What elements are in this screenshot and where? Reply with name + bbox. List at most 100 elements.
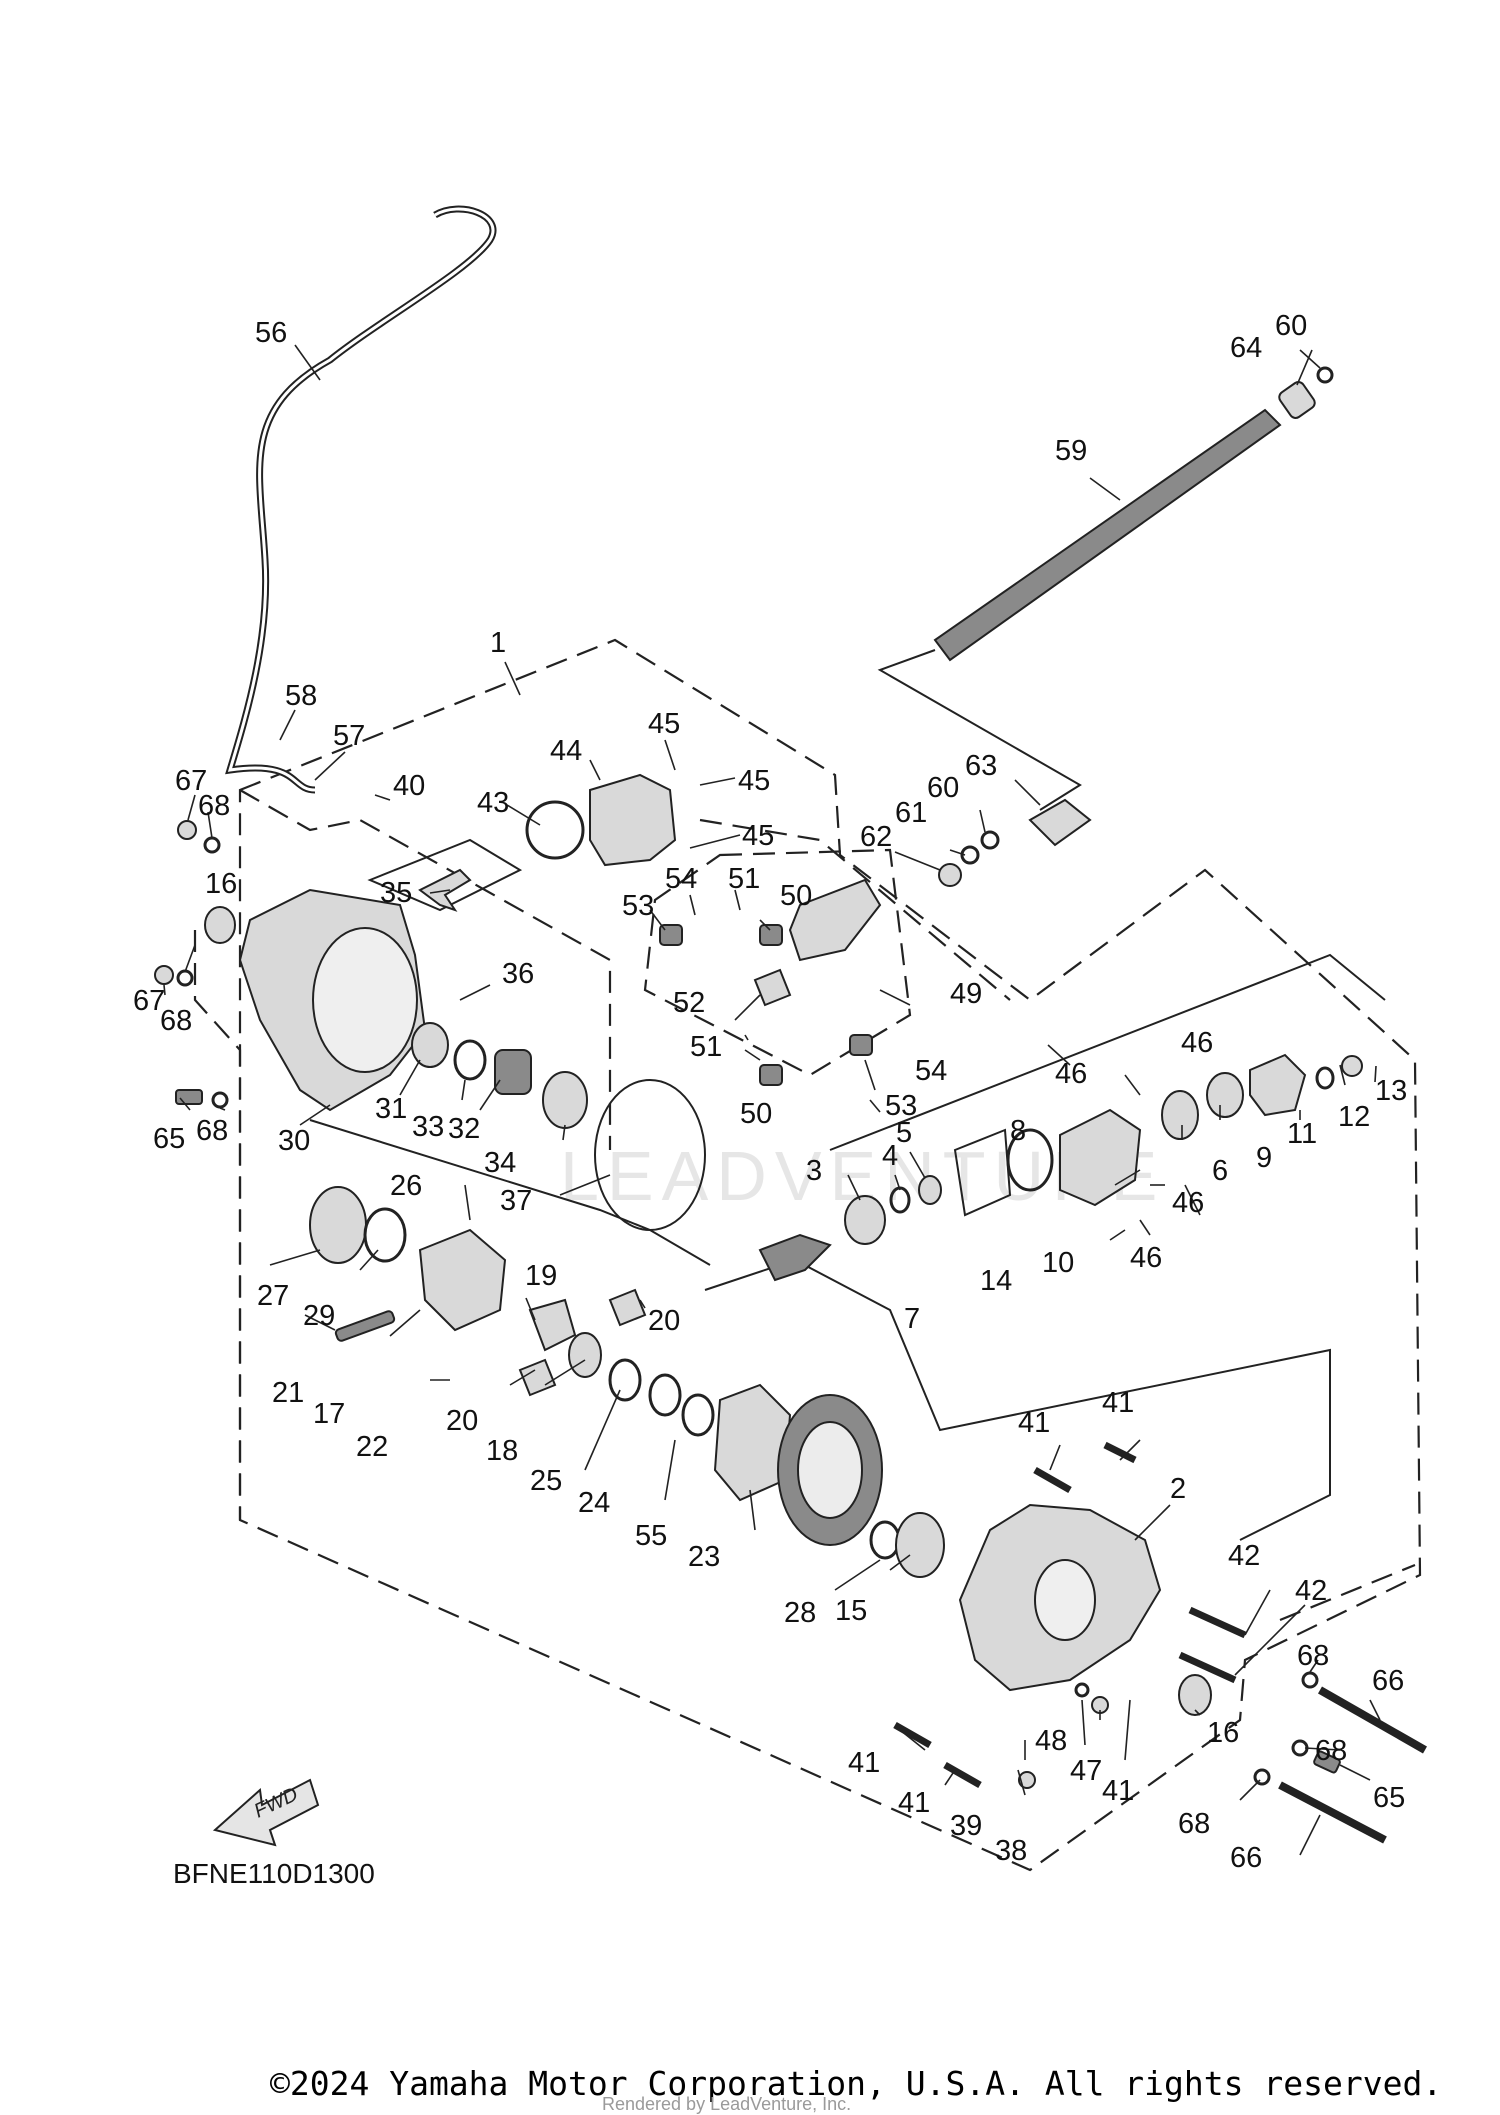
- callout-45-b: 45: [738, 765, 770, 797]
- callout-60-top: 60: [1275, 310, 1307, 342]
- bolt-41-a: [1033, 1466, 1072, 1494]
- spider-52: [753, 968, 792, 1007]
- callout-labels: 1 2 3 4 5 6 7 8 9 10 11 12 13 14 15 16 1…: [133, 310, 1407, 1874]
- assembly-outline: [238, 638, 1422, 1872]
- callout-25: 25: [530, 1465, 562, 1497]
- pin-21: [334, 1310, 396, 1342]
- shim-55: [681, 1393, 715, 1437]
- callout-46-c: 46: [1172, 1187, 1204, 1219]
- group-line-drive: [829, 953, 1386, 1151]
- callout-23: 23: [688, 1541, 720, 1573]
- seal-62: [938, 863, 962, 887]
- nut-67-bottom: [154, 965, 174, 985]
- callout-18: 18: [486, 1435, 518, 1467]
- breather-hose: [225, 205, 497, 794]
- bolt-41-d: [943, 1761, 982, 1789]
- washer-24: [648, 1373, 682, 1417]
- callout-41-b: 41: [1102, 1387, 1134, 1419]
- callout-45-a: 45: [648, 708, 680, 740]
- callout-10: 10: [1042, 1247, 1074, 1279]
- leader-lines: [163, 344, 1381, 1856]
- oring-48: [1074, 1682, 1090, 1698]
- washer-68-l1: [203, 836, 221, 854]
- callout-16-right: 16: [1207, 1717, 1239, 1749]
- subassembly-outline-upper: [239, 789, 612, 1150]
- oil-seal-27: [309, 1186, 367, 1264]
- callout-52: 52: [673, 987, 705, 1019]
- callout-65-left: 65: [153, 1123, 185, 1155]
- bearing-15: [895, 1512, 945, 1578]
- callout-26: 26: [390, 1170, 422, 1202]
- callout-17: 17: [313, 1398, 345, 1430]
- drive-pinion-7: [758, 1233, 832, 1282]
- callout-57: 57: [333, 720, 365, 752]
- pinion-gear-20-top: [608, 1288, 647, 1327]
- yoke-outline: [643, 848, 912, 1077]
- callout-13: 13: [1375, 1075, 1407, 1107]
- callout-7: 7: [904, 1303, 920, 1335]
- callout-41-d: 41: [898, 1787, 930, 1819]
- bearing-50-top: [759, 924, 783, 946]
- callout-42-b: 42: [1295, 1575, 1327, 1607]
- callout-40: 40: [393, 770, 425, 802]
- callout-63: 63: [965, 750, 997, 782]
- callout-41-a: 41: [1018, 1407, 1050, 1439]
- clutch-32: [494, 1049, 532, 1095]
- bolt-38: [1018, 1771, 1036, 1789]
- bearing-3: [844, 1195, 886, 1245]
- forward-arrow: FWD: [212, 1778, 320, 1847]
- callout-60-mid: 60: [927, 772, 959, 804]
- callout-46-d: 46: [1130, 1242, 1162, 1274]
- side-gear-18: [568, 1332, 602, 1378]
- callout-34: 34: [484, 1147, 516, 1179]
- callout-6: 6: [1212, 1155, 1228, 1187]
- callout-44: 44: [550, 735, 582, 767]
- housing-right-outline: [1279, 1563, 1416, 1622]
- washer-68-r2: [1291, 1739, 1309, 1757]
- callout-66-top: 66: [1372, 1665, 1404, 1697]
- bolt-41-c: [893, 1721, 932, 1749]
- callout-38: 38: [995, 1835, 1027, 1867]
- rendered-by-notice: Rendered by LeadVenture, Inc.: [602, 2094, 852, 2114]
- oil-seal-31: [411, 1022, 449, 1068]
- callout-50-bottom: 50: [740, 1098, 772, 1130]
- callout-54-bottom: 54: [915, 1055, 947, 1087]
- bearing-53-left: [659, 924, 683, 946]
- callout-3: 3: [806, 1155, 822, 1187]
- callout-5: 5: [896, 1117, 912, 1149]
- callout-31: 31: [375, 1093, 407, 1125]
- callout-12: 12: [1338, 1101, 1370, 1133]
- bolt-41-b: [1103, 1441, 1137, 1464]
- diff-case-17: [418, 1228, 507, 1332]
- callout-67-bottom: 67: [133, 985, 165, 1017]
- callout-68-r2: 68: [1315, 1735, 1347, 1767]
- callout-30: 30: [278, 1125, 310, 1157]
- front-housing-face: [312, 927, 418, 1073]
- bolt-42-a: [1188, 1606, 1247, 1639]
- pinion-gear-20-bottom: [518, 1358, 557, 1397]
- callout-64: 64: [1230, 332, 1262, 364]
- bolt-65-right: [1313, 1750, 1341, 1774]
- callout-24: 24: [578, 1487, 610, 1519]
- bolt-66-bottom: [1278, 1781, 1387, 1844]
- callout-53-left: 53: [622, 890, 654, 922]
- callout-41-c: 41: [848, 1747, 880, 1779]
- callout-33: 33: [412, 1111, 444, 1143]
- callout-48: 48: [1035, 1725, 1067, 1757]
- callout-68-l2: 68: [160, 1005, 192, 1037]
- group-line-shaft: [877, 649, 1082, 811]
- callout-59: 59: [1055, 435, 1087, 467]
- callout-27: 27: [257, 1280, 289, 1312]
- callout-28: 28: [784, 1597, 816, 1629]
- callout-41-e: 41: [1102, 1775, 1134, 1807]
- callout-2: 2: [1170, 1473, 1186, 1505]
- washer-68-l2: [176, 969, 194, 987]
- oring-10: [1006, 1128, 1054, 1192]
- flange-11: [1249, 1053, 1307, 1117]
- diagram-code: BFNE110D1300: [173, 1858, 375, 1889]
- callout-53-right: 53: [885, 1090, 917, 1122]
- bearing-6: [1161, 1090, 1199, 1140]
- callout-43: 43: [477, 787, 509, 819]
- bolt-65-left: [175, 1089, 203, 1105]
- callout-55: 55: [635, 1520, 667, 1552]
